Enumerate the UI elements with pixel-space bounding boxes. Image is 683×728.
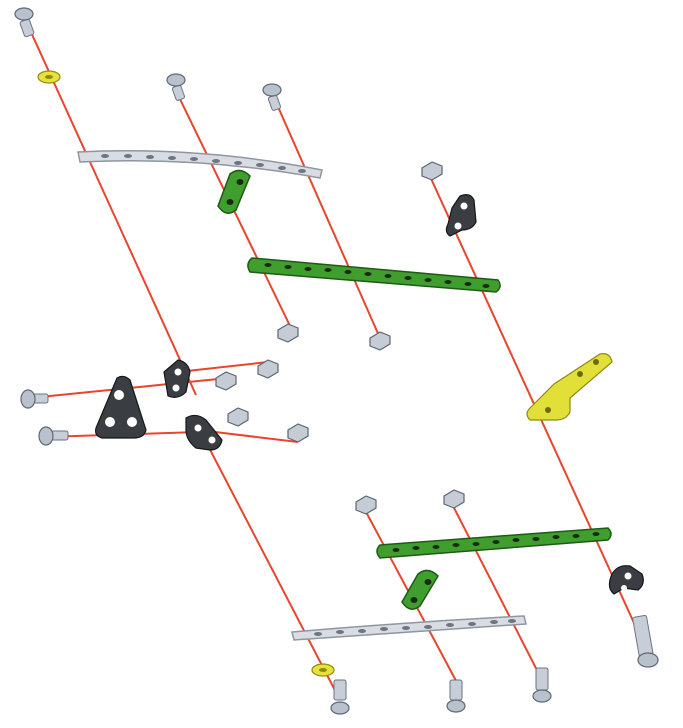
nut (257, 359, 279, 379)
nut (421, 161, 443, 181)
nut (227, 407, 249, 427)
green-strip-bottom (376, 527, 612, 559)
dark-angle-bracket-lower-right (608, 565, 644, 595)
bolt-top-right (262, 83, 282, 111)
assembly-line (449, 499, 543, 681)
nut (215, 371, 237, 391)
dark-triangle-plate (95, 375, 147, 439)
assembly-line (29, 29, 197, 396)
silver-strip-bottom (291, 615, 527, 641)
dark-angle-bracket-left-lower (185, 414, 223, 451)
nuts (215, 161, 465, 515)
assembly-lines (29, 29, 651, 701)
green-double-plate-bottom (401, 569, 439, 610)
assembly-line (274, 99, 381, 339)
bolt-top-middle (166, 73, 186, 101)
bolt-top-left (14, 7, 35, 38)
washer-bottom (311, 663, 335, 677)
silver-strip-top (77, 150, 323, 179)
bolt-bottom-middle (446, 679, 466, 713)
nut (443, 489, 465, 509)
dark-angle-bracket-upper-right (445, 194, 477, 237)
nut (277, 323, 299, 343)
assembly-line (204, 439, 341, 701)
dark-angle-bracket-left-upper (163, 359, 191, 398)
bolt-left-lower (38, 426, 69, 446)
bolt-left-upper (20, 389, 49, 409)
nut (355, 495, 377, 515)
nut (369, 331, 391, 351)
assembly-line (177, 94, 293, 331)
bolt-bottom-far-right (632, 614, 659, 668)
bolt-bottom-right (532, 667, 552, 703)
assembly-line (214, 431, 299, 443)
bolt-bottom-left (330, 679, 350, 715)
yellow-angle-bracket (526, 353, 613, 421)
nut (287, 423, 309, 443)
green-double-plate-top (217, 169, 251, 214)
washer-top (37, 70, 61, 84)
green-strip-top (247, 257, 501, 293)
assembly-line (177, 361, 269, 373)
